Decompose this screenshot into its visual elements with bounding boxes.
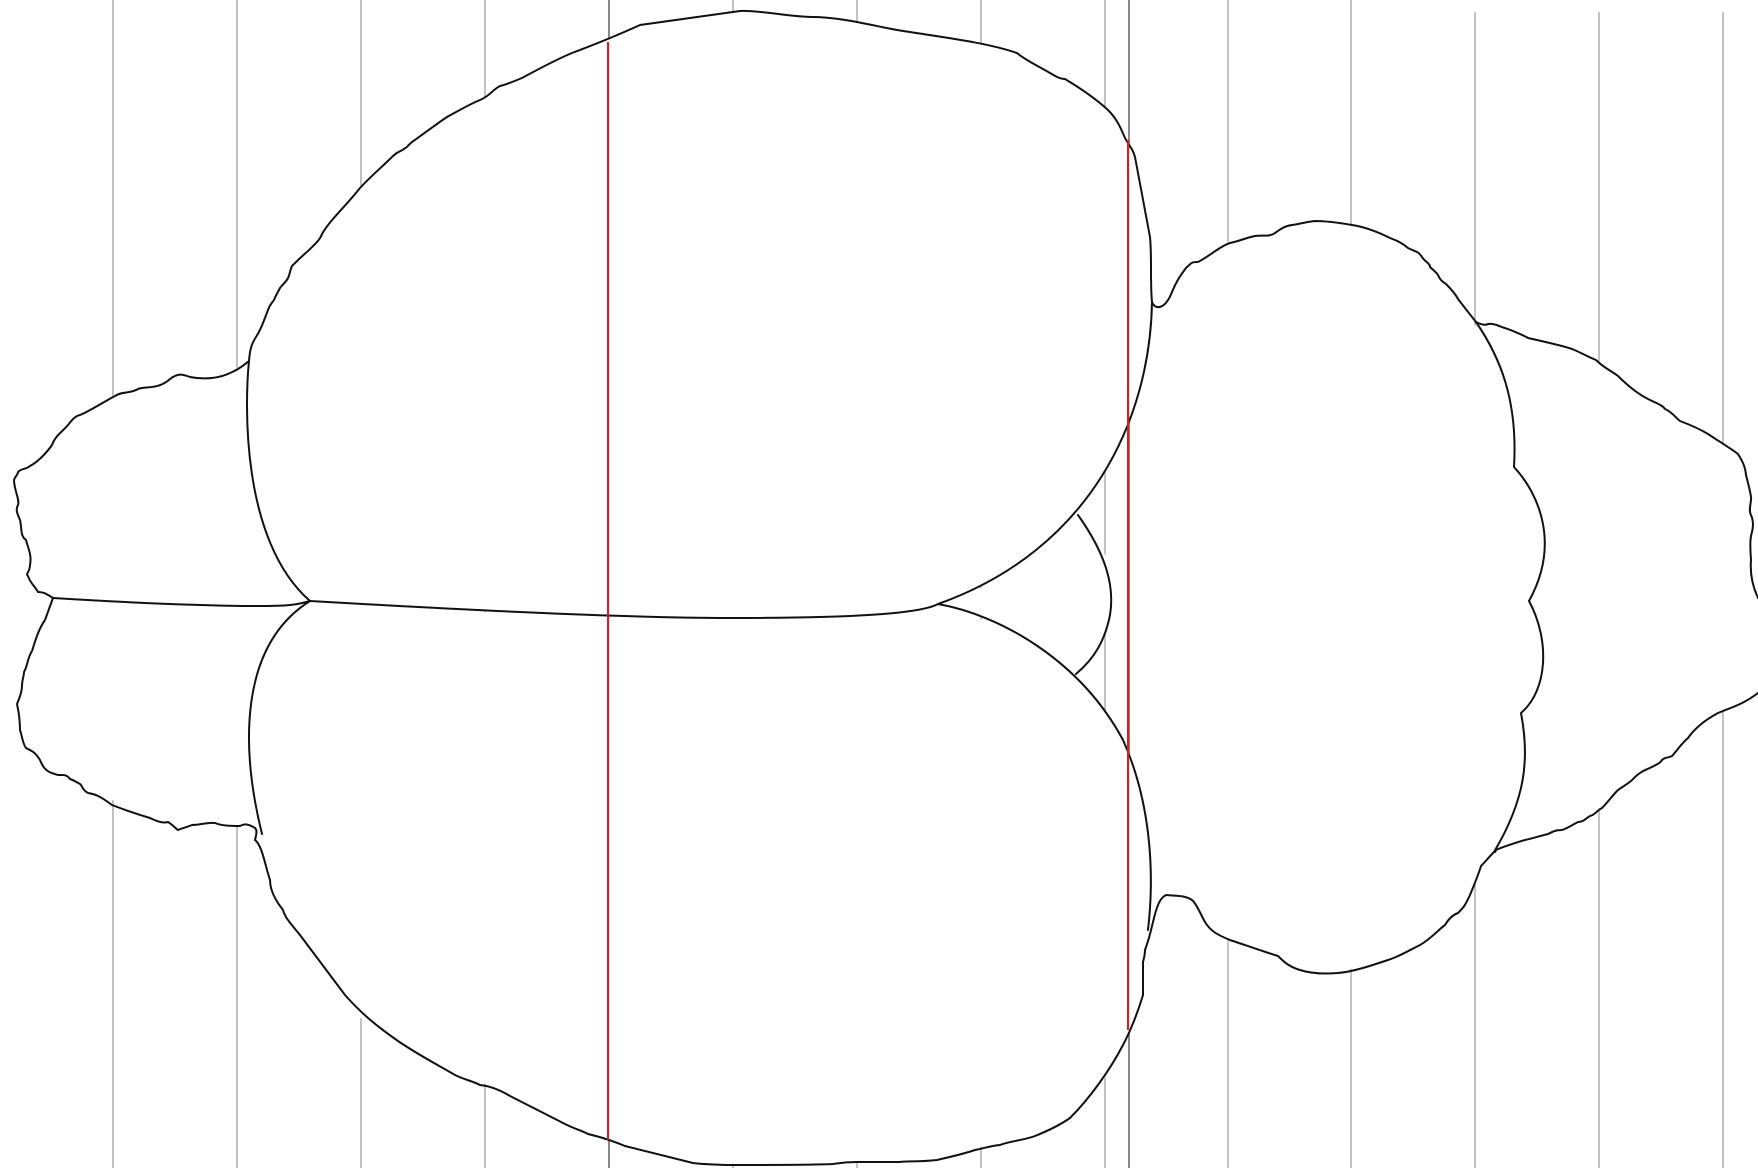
brain-section-diagram bbox=[0, 0, 1758, 1168]
